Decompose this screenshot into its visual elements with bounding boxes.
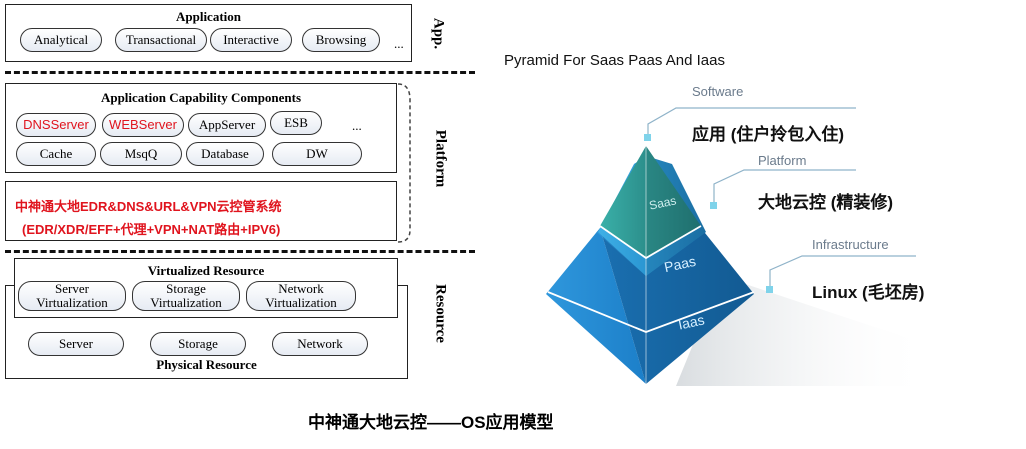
msqq-pill: MsqQ [100, 142, 182, 166]
infrastructure-label: Infrastructure [812, 237, 889, 252]
esb-pill: ESB [270, 111, 322, 135]
platform-brace [397, 83, 411, 243]
transactional-pill: Transactional [115, 28, 207, 52]
physical-title: Physical Resource [156, 357, 257, 372]
pyramid-title: Pyramid For Saas Paas And Iaas [504, 52, 725, 69]
analytical-pill: Analytical [20, 28, 102, 52]
resource-side-label: Resource [432, 284, 449, 343]
appserver-pill: AppServer [188, 113, 266, 137]
network-virtualization-pill: Network Virtualization [246, 281, 356, 311]
saas-face-right [646, 146, 701, 258]
capability-title: Application Capability Components [100, 90, 302, 105]
software-label: Software [692, 84, 744, 99]
infrastructure-text: Linux (毛坯房) [812, 283, 925, 302]
callout-platform [713, 169, 856, 206]
server-virtualization-pill: Server Virtualization [18, 281, 126, 311]
callout-infrastructure [769, 255, 916, 290]
storage-virtualization-pill: Storage Virtualization [132, 281, 240, 311]
divider-top [5, 71, 475, 74]
server-pill: Server [28, 332, 124, 356]
platform-label: Platform [758, 153, 807, 168]
app-side-label: App. [430, 17, 447, 50]
webserver-pill: WEBServer [102, 113, 184, 137]
software-text: 应用 (住户拎包入住) [692, 125, 845, 144]
cloud-control-line2: (EDR/XDR/EFF+代理+VPN+NAT路由+IPV6) [22, 222, 281, 237]
callout-software [647, 107, 856, 138]
network-pill: Network [272, 332, 368, 356]
application-title: Application [175, 9, 241, 24]
database-pill: Database [186, 142, 264, 166]
platform-side-label: Platform [432, 129, 449, 188]
divider-bottom [5, 250, 475, 253]
browsing-pill: Browsing [302, 28, 380, 52]
cloud-control-line1: 中神通大地EDR&DNS&URL&VPN云控管系统 [15, 199, 282, 214]
saas-face [600, 146, 646, 258]
interactive-pill: Interactive [210, 28, 292, 52]
app-ellipsis: ... [394, 36, 404, 51]
platform-text: 大地云控 (精装修) [758, 193, 894, 212]
diagram-caption: 中神通大地云控——OS应用模型 [308, 413, 554, 432]
platform-ellipsis: ... [352, 118, 362, 133]
pyramid-panel: Pyramid For Saas Paas And Iaas [496, 46, 932, 386]
dnsserver-pill: DNSServer [16, 113, 96, 137]
software-marker [644, 134, 651, 141]
virtualized-title: Virtualized Resource [147, 263, 265, 278]
iaas-face-left [546, 228, 646, 384]
dw-pill: DW [272, 142, 362, 166]
infrastructure-marker [766, 286, 773, 293]
platform-marker [710, 202, 717, 209]
storage-pill: Storage [150, 332, 246, 356]
cache-pill: Cache [16, 142, 96, 166]
cloud-control-box [5, 181, 397, 241]
pyramid-graphic [546, 107, 932, 386]
